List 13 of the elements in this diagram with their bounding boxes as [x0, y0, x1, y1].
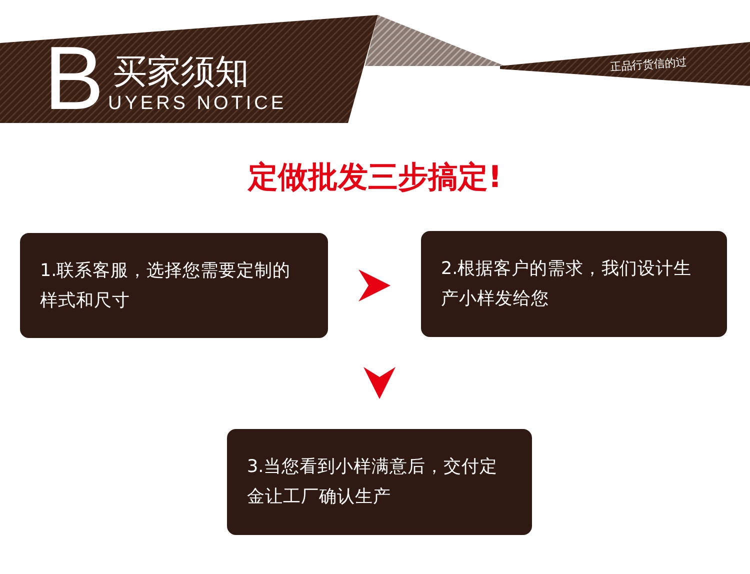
step-text: 3.当您看到小样满意后，交付定金让工厂确认生产: [247, 456, 499, 509]
header-subtitle: UYERS NOTICE: [108, 93, 287, 115]
diagram-title: 定做批发三步搞定!: [246, 159, 503, 197]
step-box: [227, 429, 532, 535]
step-text: 1.联系客服，选择您需要定制的样式和尺寸: [40, 260, 292, 312]
step-box: [20, 233, 328, 338]
chevron-arrow: [364, 367, 396, 399]
step-box: [421, 231, 727, 337]
slogan-text: 正品行货信的过: [610, 55, 688, 75]
header-title: 买家须知: [113, 52, 249, 92]
chevron-arrow: [358, 270, 390, 302]
step-text: 2.根据客户的需求，我们设计生产小样发给您: [441, 258, 693, 311]
header-letter: B: [44, 34, 104, 124]
